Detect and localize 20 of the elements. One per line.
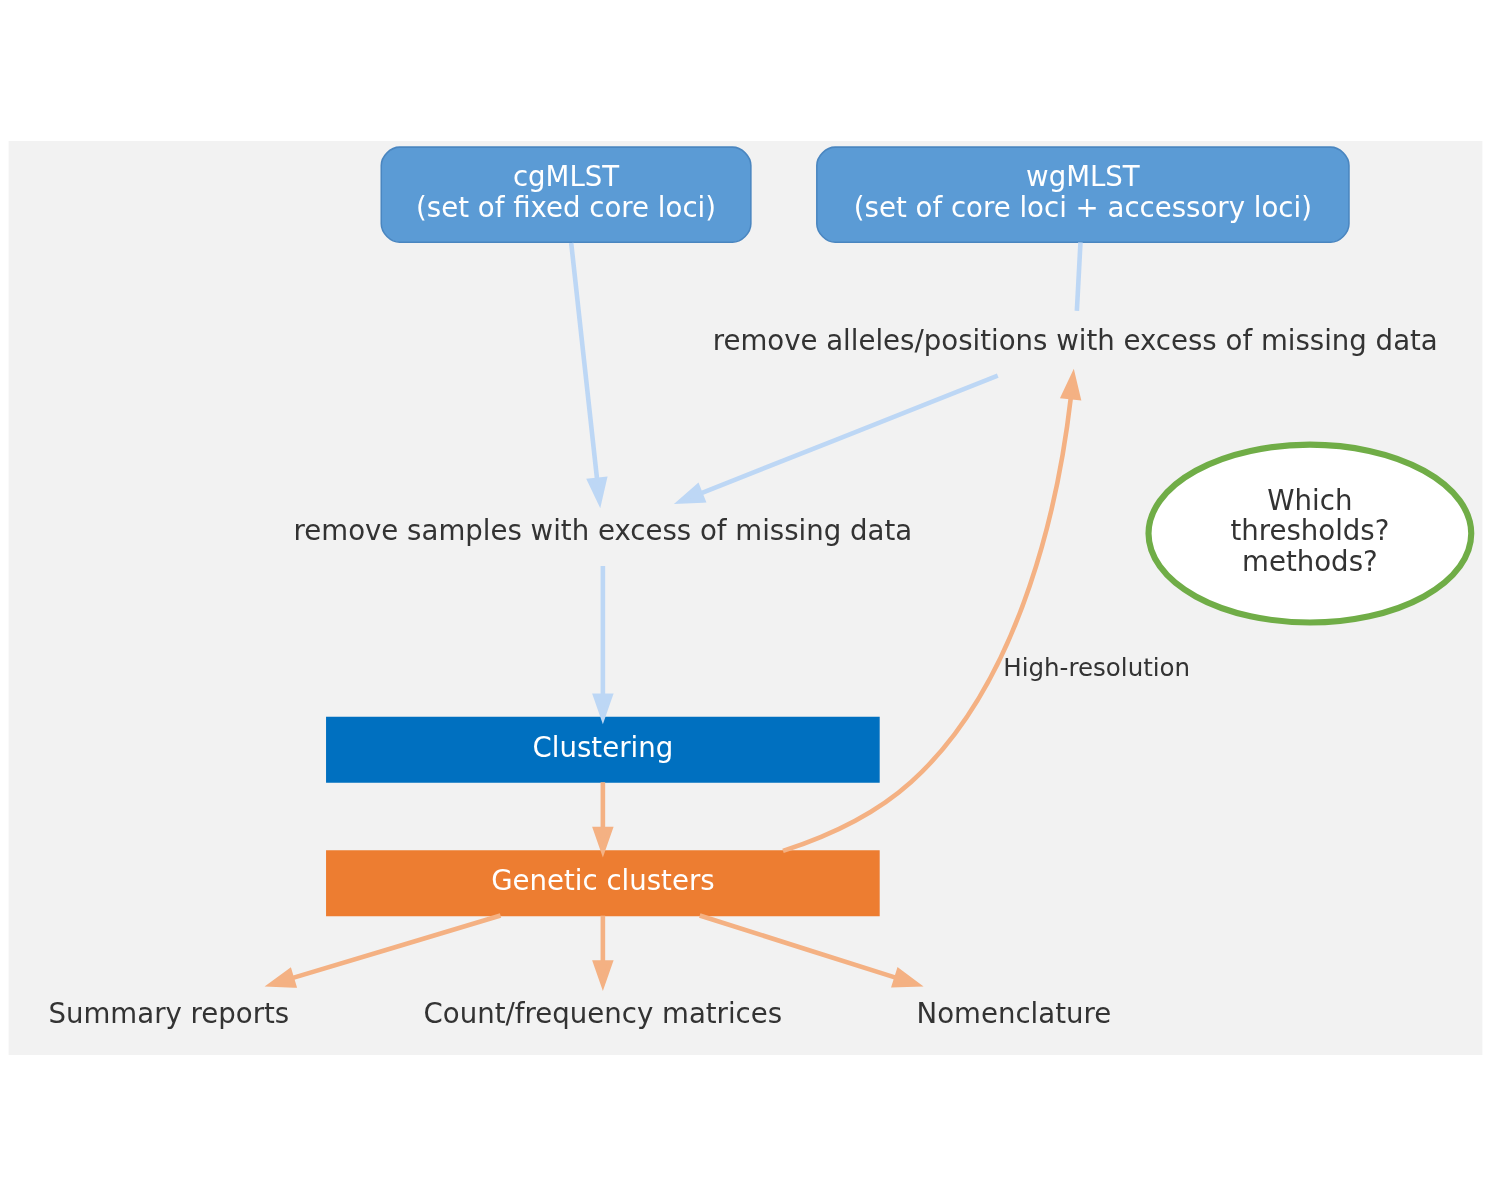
node-box: cgMLST (set of fixed core loci) [380, 146, 752, 243]
arrow [782, 368, 1082, 854]
arrow [264, 913, 502, 988]
node-text: Count/frequency matrices [423, 997, 783, 1031]
node-text: Summary reports [48, 997, 290, 1031]
arrow [568, 242, 608, 509]
edge-label: High-resolution [1003, 652, 1191, 682]
node-box: Genetic clusters [326, 850, 880, 917]
node-box: wgMLST (set of core loci + accessory loci) [816, 146, 1350, 243]
node-text: remove samples with excess of missing data [293, 514, 913, 548]
node-ellipse: Which thresholds? methods? [1145, 441, 1475, 626]
arrow [592, 782, 614, 858]
arrow [673, 373, 999, 504]
arrow [592, 566, 614, 725]
node-text: Nomenclature [916, 997, 1112, 1031]
connector [1074, 242, 1083, 311]
arrow [592, 915, 614, 991]
node-text: remove alleles/positions with excess of missing data [712, 324, 1438, 358]
node-box: Clustering [326, 716, 880, 783]
arrow [699, 913, 924, 988]
